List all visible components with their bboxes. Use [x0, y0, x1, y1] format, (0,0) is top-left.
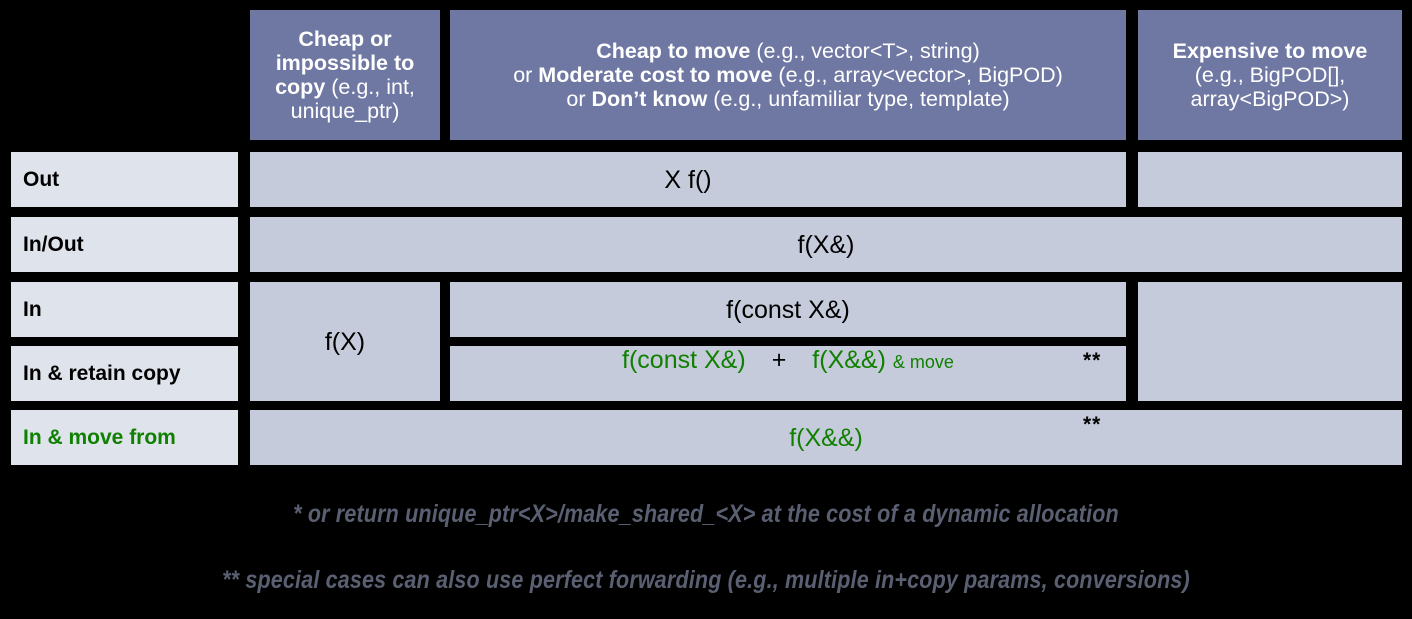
- row-label-in-retain-copy: In & retain copy: [11, 346, 238, 401]
- cell-in-cheap-or-impossible-to-copy: f(X): [250, 282, 440, 401]
- header-line: impossible to: [275, 50, 415, 75]
- cell-in-move-from-all: f(X&&): [250, 410, 1402, 465]
- row-label-in: In: [11, 282, 238, 337]
- cell-in-expensive: [1138, 282, 1402, 401]
- cell-out-expensive: [1138, 152, 1402, 207]
- cell-in-middle: f(const X&): [450, 282, 1126, 337]
- header-line: or Don’t know (e.g., unfamiliar type, te…: [566, 87, 1010, 112]
- header-line: array<BigPOD>): [1190, 87, 1350, 112]
- row-label-in-move-from: In & move from: [11, 410, 238, 465]
- header-line: copy (e.g., int,: [275, 75, 415, 99]
- column-header-cheap-or-impossible-to-copy: Cheap or impossible to copy (e.g., int, …: [250, 10, 440, 140]
- footnote-perfect-forwarding: ** special cases can also use perfect fo…: [222, 566, 1190, 594]
- row-label-out: Out: [11, 152, 238, 207]
- header-line: Cheap to move (e.g., vector<T>, string): [596, 38, 980, 63]
- cell-in-retain-copy-middle: f(const X&) + f(X&&) & move: [450, 346, 1126, 401]
- header-line: Expensive to move: [1172, 38, 1368, 63]
- footnote-return-unique-ptr: * or return unique_ptr<X>/make_shared_<X…: [293, 500, 1119, 528]
- cell-out-cheap-and-middle: X f(): [250, 152, 1126, 207]
- retain-copy-rvalue-ref: f(X&&): [812, 346, 886, 374]
- asterisk-marker-in-move-from: **: [1083, 413, 1102, 436]
- retain-copy-const-ref: f(const X&): [622, 346, 746, 374]
- retain-copy-and-move: & move: [892, 352, 954, 372]
- row-label-in-out: In/Out: [11, 217, 238, 272]
- column-header-cheap-moderate-or-unknown-to-move: Cheap to move (e.g., vector<T>, string) …: [450, 10, 1126, 140]
- header-line: Cheap or: [298, 26, 392, 51]
- column-header-expensive-to-move: Expensive to move (e.g., BigPOD[], array…: [1138, 10, 1402, 140]
- table-corner-cell: [11, 10, 238, 140]
- retain-copy-plus-sign: +: [771, 346, 787, 374]
- header-line: unique_ptr): [290, 99, 400, 124]
- header-line: or Moderate cost to move (e.g., array<ve…: [513, 62, 1063, 87]
- asterisk-marker-in-retain-copy: **: [1083, 349, 1102, 372]
- cell-in-out-all: f(X&): [250, 217, 1402, 272]
- header-line: (e.g., BigPOD[],: [1194, 62, 1346, 87]
